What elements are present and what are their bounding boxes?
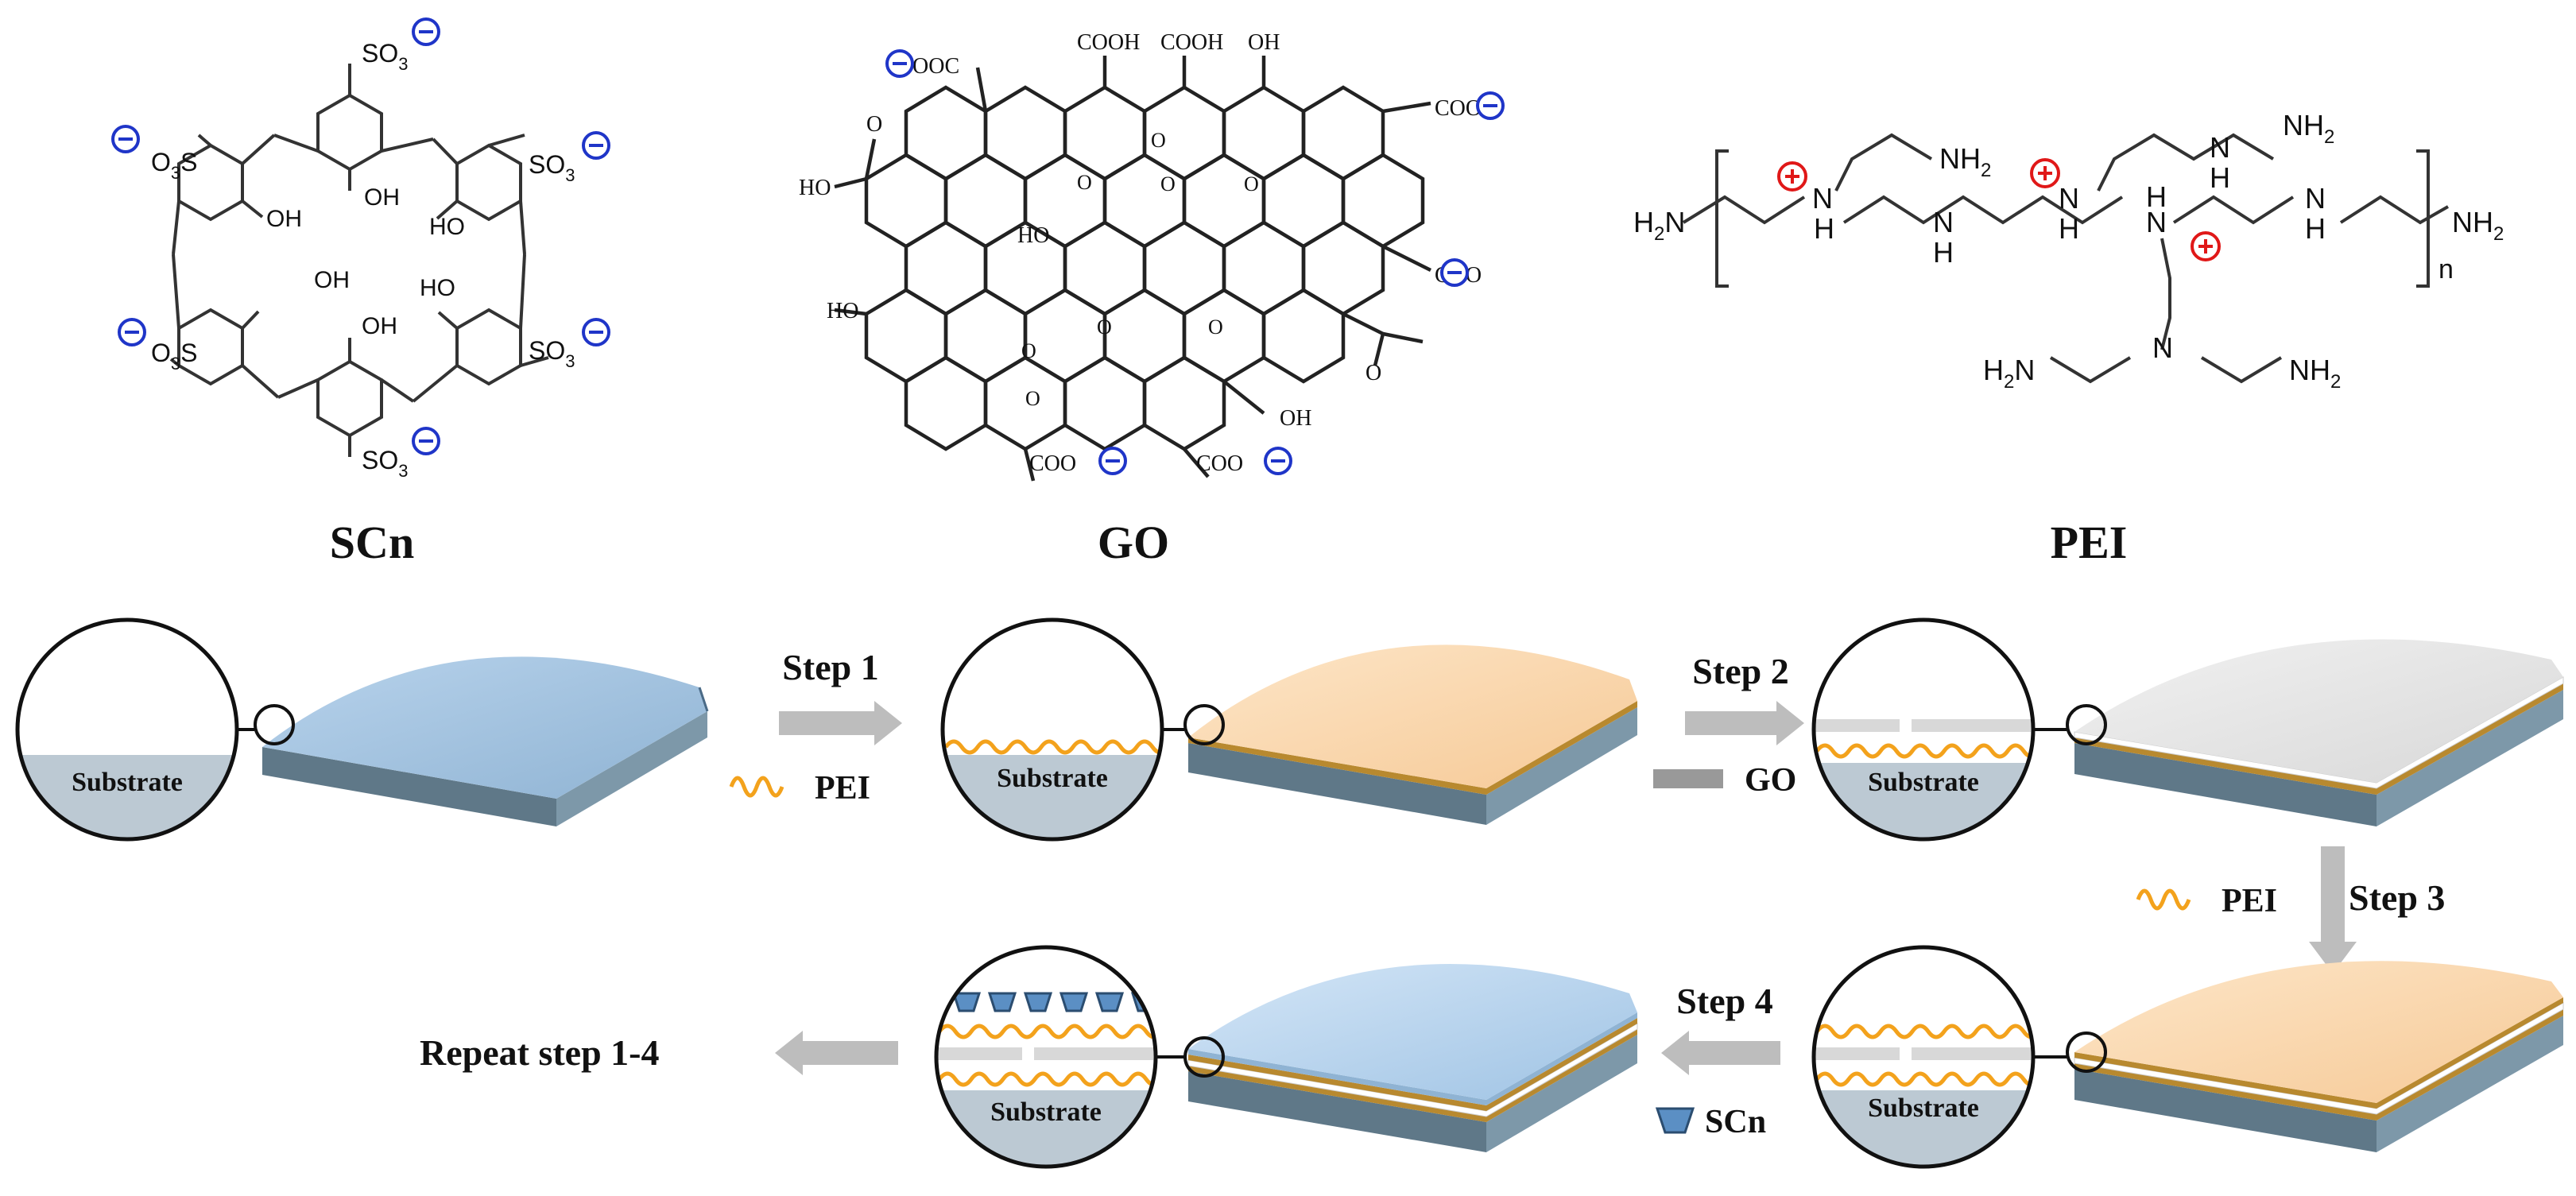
arrow-repeat: Repeat step 1-4 — [420, 1031, 898, 1075]
svg-text:HO: HO — [429, 214, 465, 240]
svg-text:O3S: O3S — [151, 148, 197, 183]
svg-text:NH2: NH2 — [2283, 109, 2334, 148]
step2-label: Step 2 — [1692, 651, 1788, 691]
zoom-circle-2: Substrate — [940, 617, 1225, 842]
svg-text:COO: COO — [1196, 451, 1243, 476]
svg-text:N: N — [2059, 182, 2079, 215]
svg-text:N: N — [1812, 182, 1833, 215]
scn-charges — [111, 17, 610, 455]
zoom-circle-5: Substrate — [934, 945, 1225, 1169]
go-sheet-icon — [1653, 769, 1723, 788]
svg-text:HO: HO — [1017, 223, 1049, 248]
svg-text:COO: COO — [1435, 96, 1482, 121]
svg-text:NH2: NH2 — [1939, 142, 1991, 181]
pei-charges — [1777, 158, 2221, 261]
go-ooc: OOC — [912, 54, 959, 79]
svg-text:H: H — [2146, 180, 2167, 213]
svg-text:COO: COO — [1029, 451, 1076, 476]
svg-text:NH2: NH2 — [2289, 354, 2341, 393]
svg-text:O: O — [1208, 315, 1223, 339]
svg-text:H: H — [2305, 212, 2326, 245]
zoom-circle-1: Substrate — [15, 617, 295, 842]
legend-scn: SCn — [1705, 1104, 1766, 1140]
svg-text:H: H — [2059, 212, 2079, 245]
legend-pei-2: PEI — [2222, 883, 2277, 919]
circle4-substrate: Substrate — [1868, 1093, 1979, 1123]
arrow-step-4: Step 4 SCn — [1655, 981, 1780, 1140]
plate-4-pei — [2074, 961, 2564, 1152]
svg-text:SO3: SO3 — [362, 446, 408, 481]
svg-text:H2N: H2N — [1983, 354, 2035, 393]
legend-go: GO — [1745, 762, 1796, 799]
repeat-label: Repeat step 1-4 — [420, 1032, 660, 1073]
scn-structure: SO3 SO3 SO3 SO3 O3S O3S OH HO OH OH HO O… — [111, 17, 610, 481]
svg-text:OH: OH — [266, 206, 302, 232]
svg-text:HO: HO — [420, 275, 455, 301]
svg-text:H: H — [1814, 212, 1834, 245]
svg-text:SO3: SO3 — [529, 150, 575, 185]
scn-bucket-icon — [1655, 1107, 1695, 1134]
step1-label: Step 1 — [782, 647, 878, 687]
circle2-substrate: Substrate — [997, 764, 1108, 793]
svg-text:OH: OH — [1280, 406, 1311, 431]
svg-text:O: O — [1160, 172, 1176, 195]
arrow-step-2: Step 2 GO — [1653, 651, 1804, 799]
svg-text:H: H — [2210, 161, 2230, 194]
pei-h2n: H — [1633, 206, 1654, 238]
go-charges — [885, 49, 1505, 475]
step3-label: Step 3 — [2349, 877, 2445, 918]
svg-text:N: N — [2152, 331, 2173, 364]
step4-label: Step 4 — [1676, 981, 1772, 1021]
circle3-substrate: Substrate — [1868, 768, 1979, 797]
svg-text:H: H — [1933, 236, 1954, 269]
svg-text:N: N — [2210, 131, 2230, 164]
go-structure: OOC COOH COOH OH COO O HO HO COO HO O OH… — [799, 30, 1505, 482]
pei-wave-icon-2 — [2136, 888, 2191, 911]
svg-text:n: n — [2438, 254, 2454, 284]
svg-text:NH2: NH2 — [2452, 206, 2504, 245]
pei-label: PEI — [2051, 517, 2128, 568]
go-label: GO — [1098, 517, 1169, 568]
svg-text:O3S: O3S — [151, 339, 197, 374]
svg-text:SO3: SO3 — [362, 39, 408, 74]
plate-5-scn — [1187, 963, 1638, 1152]
scn-so3-top: SO — [362, 39, 398, 68]
circle1-substrate: Substrate — [72, 768, 183, 797]
svg-text:OH: OH — [1248, 30, 1280, 55]
svg-text:SO3: SO3 — [529, 336, 575, 371]
svg-text:N: N — [2305, 182, 2326, 215]
zoom-circle-4: Substrate — [1811, 945, 2107, 1169]
svg-text:HO: HO — [827, 299, 858, 323]
svg-text:O: O — [1021, 339, 1036, 362]
svg-text:OH: OH — [362, 313, 397, 339]
svg-text:COOH: COOH — [1077, 30, 1140, 55]
pei-structure: H2N N H NH2 N H N H N H NH2 N H N H NH2 … — [1633, 109, 2504, 393]
plate-3-go — [2074, 639, 2564, 826]
svg-text:HO: HO — [799, 176, 831, 200]
arrow-step-1: Step 1 PEI — [729, 647, 902, 807]
svg-text:OH: OH — [364, 184, 400, 211]
zoom-circle-3: Substrate — [1811, 617, 2107, 842]
scn-label: SCn — [330, 517, 414, 568]
plate-2-pei — [1188, 644, 1637, 825]
svg-text:O: O — [1097, 315, 1112, 339]
svg-text:O: O — [1025, 387, 1040, 410]
svg-text:N: N — [2146, 206, 2167, 238]
plate-1-substrate — [262, 656, 709, 826]
svg-text:O: O — [1365, 361, 1381, 385]
svg-text:N: N — [1933, 206, 1954, 238]
svg-text:COOH: COOH — [1160, 30, 1223, 55]
legend-pei-1: PEI — [815, 770, 870, 807]
svg-text:O: O — [1244, 172, 1259, 195]
svg-text:O: O — [1151, 129, 1166, 152]
arrow-step-3: Step 3 PEI — [2136, 846, 2445, 973]
circle5-substrate: Substrate — [990, 1097, 1102, 1127]
svg-text:H2N: H2N — [1633, 206, 1685, 245]
pei-wave-icon — [729, 776, 784, 798]
svg-text:O: O — [866, 112, 882, 137]
svg-text:OH: OH — [314, 267, 350, 293]
svg-text:O: O — [1077, 171, 1092, 194]
